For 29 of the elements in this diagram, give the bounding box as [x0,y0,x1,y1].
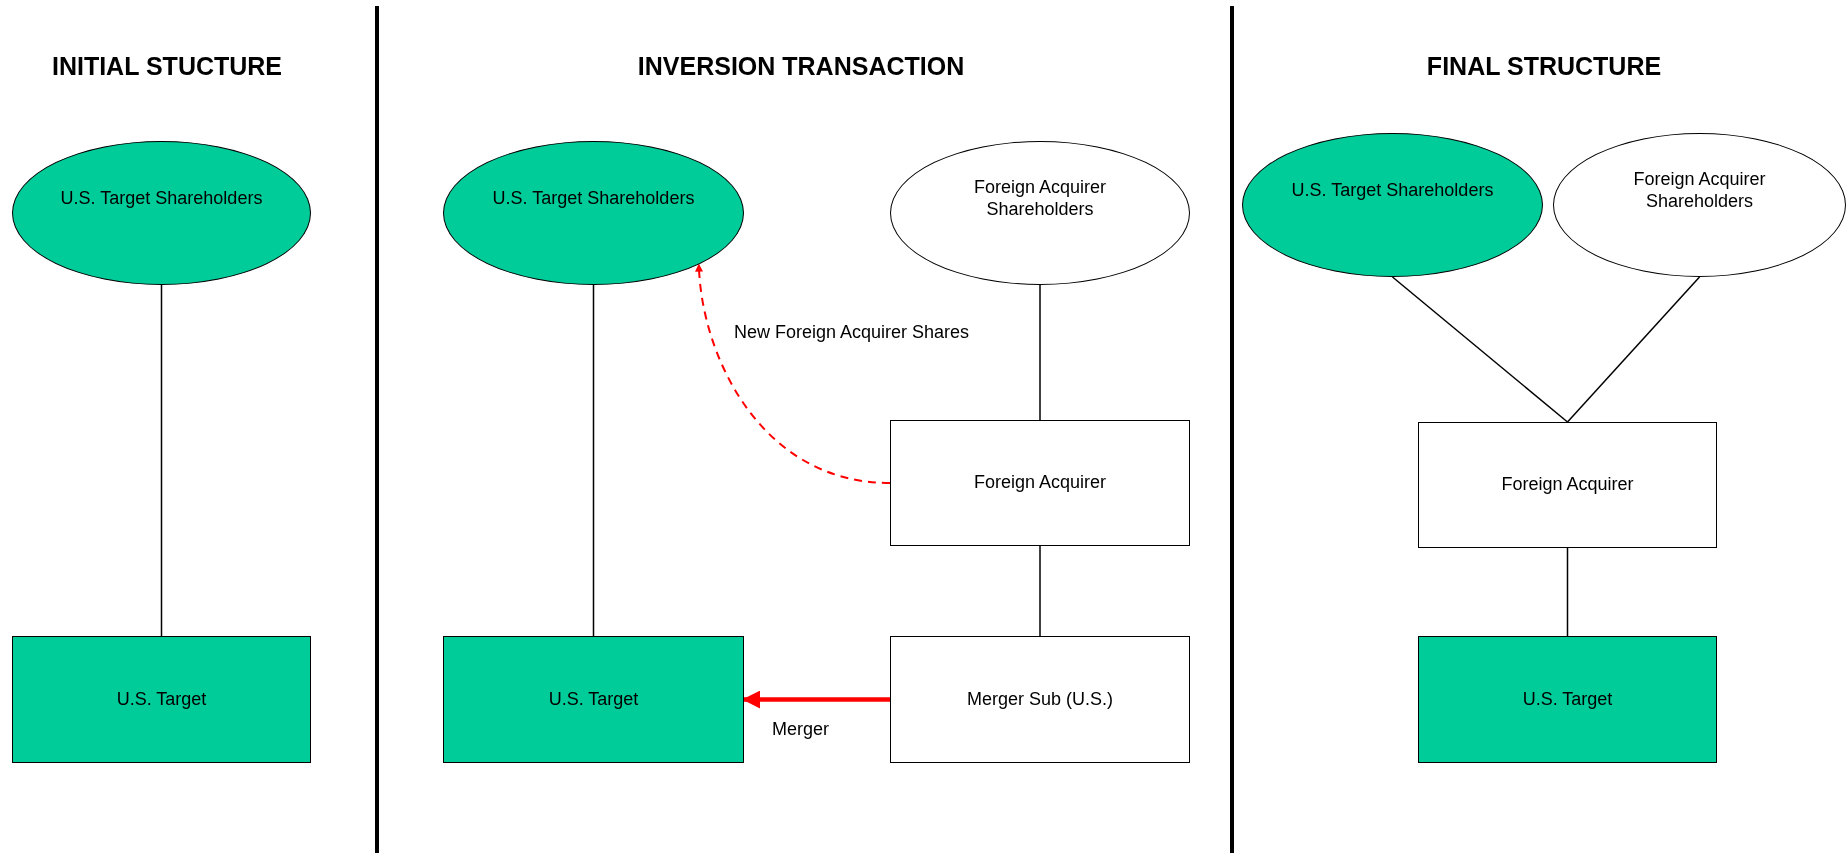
column-heading: INVERSION TRANSACTION [637,52,965,81]
arrow [695,263,891,484]
entity-box [890,420,1190,546]
connector-line [1566,276,1701,423]
node-label: U.S. Target Shareholders [492,188,695,210]
connector-line [1039,284,1041,421]
node-label: U.S. Target [1522,688,1613,711]
connector-line [592,284,595,637]
connector-line [160,284,163,637]
entity-box [1418,422,1717,548]
node-label: Foreign Acquirer [973,472,1107,494]
node-label: U.S. Target Shareholders [1291,180,1494,202]
arrow [742,690,890,709]
node-label: U.S. Target [548,688,639,711]
node-label: Foreign Acquirer Shareholders [1632,169,1767,213]
node-label: Foreign Acquirer Shareholders [972,177,1108,221]
connector-line [1391,276,1569,423]
entity-box [12,636,311,763]
connector-line [1039,545,1041,637]
connector-line [1566,547,1569,637]
node-label: Merger Sub (U.S.) [966,688,1113,711]
node-label: U.S. Target Shareholders [60,188,263,210]
column-heading: FINAL STRUCTURE [1426,52,1662,81]
entity-box [443,636,744,763]
node-label: Foreign Acquirer [1501,474,1634,496]
entity-box [1418,636,1717,763]
node-label: U.S. Target [116,688,207,711]
column-heading: INITIAL STUCTURE [51,52,283,81]
entity-box [890,636,1190,763]
